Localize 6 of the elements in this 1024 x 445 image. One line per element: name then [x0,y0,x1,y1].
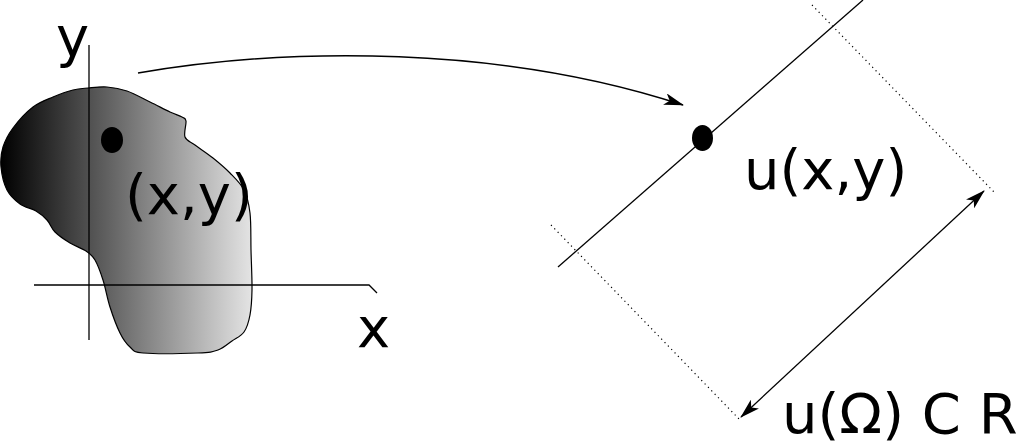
dot-icon [101,127,123,153]
dot-icon [692,125,713,151]
range-label: u(Ω) C R [782,386,1018,442]
domain-shape [0,85,254,355]
curved-arrow [137,55,684,106]
axis-label: x [357,300,391,356]
